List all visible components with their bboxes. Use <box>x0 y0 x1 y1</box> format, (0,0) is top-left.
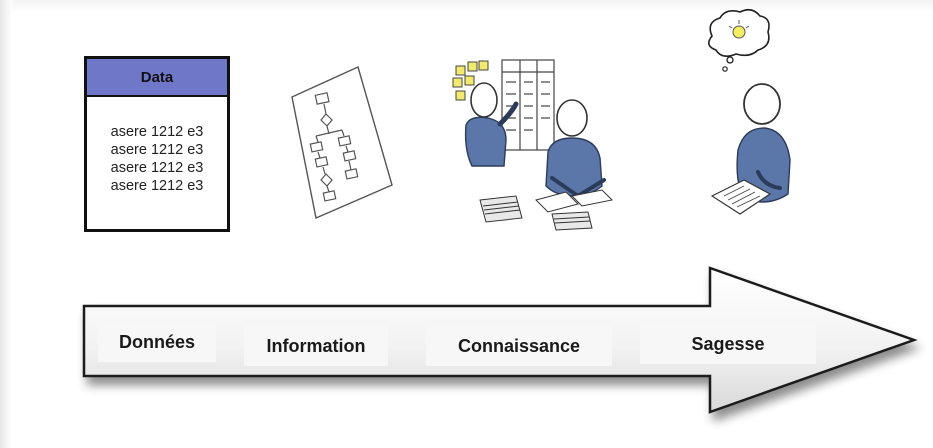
data-table-rows: asere 1212 e3 asere 1212 e3 asere 1212 e… <box>87 97 227 195</box>
flowchart-icon <box>291 66 393 219</box>
data-table-row: asere 1212 e3 <box>110 160 204 176</box>
data-table-row: asere 1212 e3 <box>110 178 204 194</box>
meeting-icon <box>452 59 614 231</box>
data-table-row: asere 1212 e3 <box>110 124 204 140</box>
data-table-header: Data <box>87 59 227 97</box>
frame-edge <box>0 0 12 448</box>
data-table: Data asere 1212 e3 asere 1212 e3 asere 1… <box>84 56 230 232</box>
thinking-person-icon <box>708 8 791 215</box>
lightbulb-icon <box>728 20 750 39</box>
stage-label-connaissance: Connaissance <box>426 326 612 366</box>
stage-label-information: Information <box>244 326 388 366</box>
stage-label-donnees: Données <box>98 322 216 362</box>
data-table-row: asere 1212 e3 <box>110 142 204 158</box>
stage-label-sagesse: Sagesse <box>640 324 816 364</box>
sticky-notes <box>452 60 489 101</box>
